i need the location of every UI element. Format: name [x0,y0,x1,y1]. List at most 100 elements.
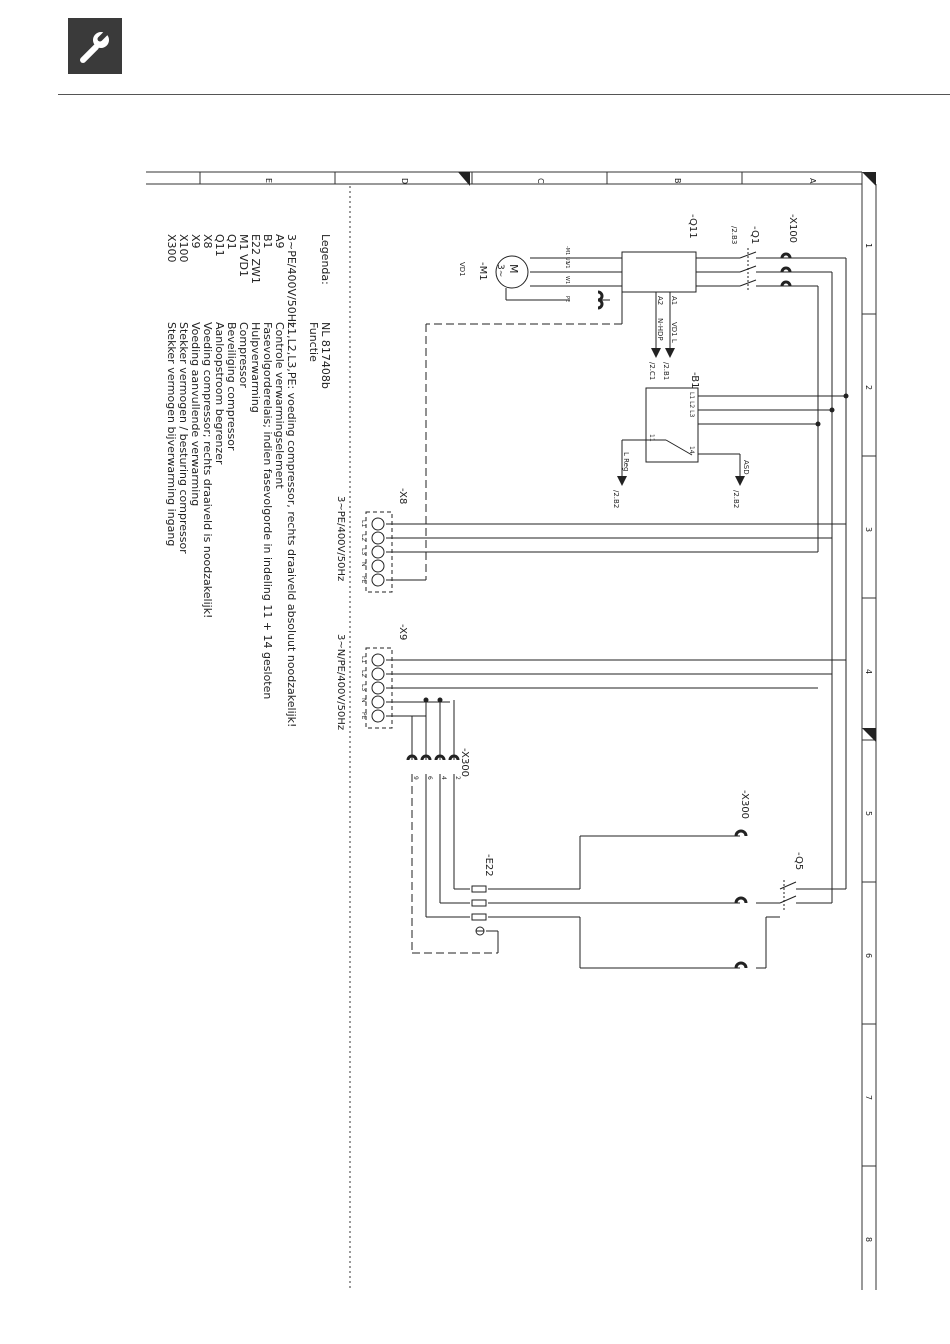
legend-text: Compressor [237,322,250,388]
label-q1: -Q1 [749,226,760,244]
legend-code: 3~PE/400V/50Hz [285,234,298,328]
label-asd: ASD [742,460,750,475]
label-q5: -Q5 [793,852,804,870]
legend-text: Stekker vermogen / besturing compressor [177,322,190,554]
m1-pin-w1: W1 [564,276,570,284]
label-q11: -Q11 [687,214,698,239]
m1-pin-v1: V1 [564,262,570,269]
legend-code: E22 ZW1 [249,234,262,284]
legend-text: L1,L2,L3,PE: voeding compressor, rechts … [285,322,298,727]
legend: Legenda: NL 817408b Functie 3~PE/400V/50… [165,234,332,727]
legend-text: Voeding compressor; rechts draaiveld is … [201,322,214,618]
row-letter-d: D [400,178,409,184]
frame-row-marker [458,172,470,186]
contact-symbols [739,248,757,292]
column-number-5: 5 [864,811,873,816]
label-b1-pins: L1 L2 L3 [688,392,695,417]
legend-text: Beveiliging compressor [225,322,238,451]
legend-code: B1 [261,234,274,249]
label-b1-pin14: 14 [688,446,695,454]
motor-phase: 3~ [495,264,505,277]
arrow-heads [617,348,745,486]
legend-code: Q11 [213,234,226,257]
motor-letter: M [507,264,520,274]
row-letter-a: A [808,178,817,184]
x9-pin-n: N [360,698,367,703]
legend-title: Legenda: [319,234,332,285]
column-number-7: 7 [864,1095,873,1100]
column-numbers: 1 2 3 4 5 6 7 8 [864,243,873,1242]
x8-pin-n: N [360,562,367,567]
legend-code: A9 [273,234,286,249]
legend-text: Fasevolgorderelais; indien fasevolgorde … [261,322,274,699]
label-x300b: -X300 [739,790,750,819]
label-x300a: -X300 [459,748,470,777]
pin-labels: L1 L2 L3 N PE L1 L2 L3 N PE 2 4 6 9 -M1 … [360,246,570,780]
label-b1-pin11: 11 [648,434,655,442]
component-labels: -X100 -Q1 /2.B3 -Q11 -M1 VD1 M 3~ A1 A2 … [335,214,804,877]
column-number-3: 3 [864,527,873,532]
label-m1: -M1 [477,262,488,281]
label-ref-2b2b: /2.B2 [612,490,620,508]
label-x8: -X8 [397,488,408,504]
legend-text: Voeding aanvullende verwarming [189,322,202,506]
label-x9-supply: 3~N/PE/400V/50Hz [335,634,346,730]
x300-pin-2: 2 [454,776,461,780]
label-e22: -E22 [483,854,494,877]
legend-code: X100 [177,234,190,263]
label-vd1l: VD1 L [670,322,678,343]
legend-doc-number: NL 817408b [319,322,332,389]
terminal-strip-x9 [365,647,393,729]
label-x100: -X100 [787,214,798,243]
x8-pin-l3: L3 [360,548,367,555]
legend-code: X300 [165,234,178,263]
legend-descriptions: L1,L2,L3,PE: voeding compressor, rechts … [165,322,298,727]
label-ref-2b1: /2.B1 [662,362,670,380]
legend-function-header: Functie [307,322,320,362]
plug-connectors [406,252,792,969]
legend-code: Q1 [225,234,238,250]
column-number-6: 6 [864,953,873,958]
frame-corner-marker [862,172,876,186]
label-x8-supply: 3~PE/400V/50Hz [335,496,346,581]
header-tool-badge [68,18,122,74]
m1-pin-u1: -M1 U1 [564,246,570,264]
x8-pin-l2: L2 [360,534,367,541]
label-m1-vd: VD1 [458,262,466,277]
m1-pin-pe: PE [564,296,570,302]
label-ref-2b2: /2.B2 [732,490,740,508]
row-letter-b: B [673,178,682,184]
x300-pin-6: 6 [426,776,433,780]
x300-pin-9: 9 [412,776,419,780]
junction-dots [423,393,849,703]
x9-pin-pe: PE [360,712,367,720]
column-number-1: 1 [864,243,873,248]
column-number-4: 4 [864,669,873,674]
x9-pin-l2: L2 [360,670,367,677]
label-b1: -B1 [689,372,700,388]
column-number-2: 2 [864,385,873,390]
legend-code: X8 [201,234,214,249]
legend-text: Stekker vermogen bijverwarming ingang [165,322,178,546]
x8-pin-l1: L1 [360,520,367,527]
header-rule [58,94,950,95]
wrench-icon [80,28,111,63]
label-nhdp: N-HDP [656,318,664,341]
x9-pin-l3: L3 [360,684,367,691]
legend-text: Controle verwarmingselement [273,322,286,489]
row-letter-c: C [536,178,545,184]
legend-text: Hulpverwarming [249,322,262,413]
row-letters: A B C D E [264,178,817,184]
label-lreg: L Reg [622,452,630,471]
label-ref-2c1: /2.C1 [648,362,656,380]
heater-e22 [471,885,487,936]
label-a2: A2 [656,296,664,305]
legend-codes: 3~PE/400V/50Hz A9 B1 E22 ZW1 M1 VD1 Q1 Q… [165,234,298,328]
wiring [386,251,847,969]
legend-code: M1 VD1 [237,234,250,277]
frame-column-marker [862,728,876,742]
column-number-8: 8 [864,1237,873,1242]
legend-code: X9 [189,234,202,249]
row-letter-e: E [264,178,273,183]
label-x9: -X9 [397,624,408,640]
